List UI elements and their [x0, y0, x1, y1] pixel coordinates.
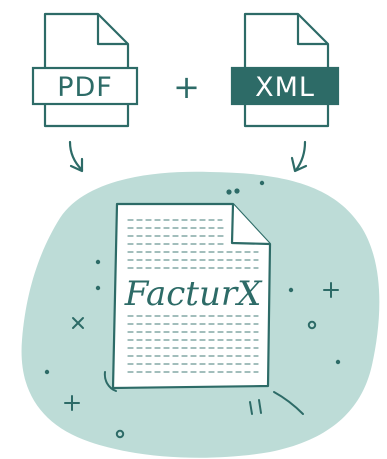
plus-operator: + — [173, 68, 201, 106]
xml-document: XML — [230, 12, 340, 128]
xml-banner — [230, 66, 340, 106]
pdf-label: PDF — [57, 72, 113, 103]
sparkle-plus-icon — [323, 282, 339, 298]
sparkle-dot-icon — [95, 285, 101, 291]
shadow-stroke — [273, 391, 304, 415]
facturx-text-lines — [127, 219, 259, 373]
pdf-document: PDF — [31, 12, 139, 128]
sparkle-dot-icon — [234, 188, 240, 194]
facturx-title: FacturX — [124, 274, 263, 314]
xml-label: XML — [255, 72, 315, 103]
sparkle-circle-icon — [115, 429, 125, 439]
sparkle-plus-icon — [64, 395, 80, 411]
shadow-stroke — [103, 371, 117, 392]
sparkle-dot-icon — [95, 259, 101, 265]
sparkle-dot-icon — [335, 359, 341, 365]
sparkle-dot-icon — [259, 180, 265, 186]
facturx-document: FacturX — [111, 202, 272, 390]
sparkle-dot-icon — [226, 189, 232, 195]
decorations — [44, 180, 341, 439]
facturx-document-fold — [230, 203, 271, 246]
pdf-banner — [31, 66, 139, 106]
sparkle-dot-icon — [44, 369, 50, 375]
pdf-document-fold — [96, 14, 128, 46]
sparkle-x-icon — [72, 317, 84, 329]
shadow-stroke — [258, 399, 262, 414]
sparkle-circle-icon — [307, 320, 317, 330]
sparkle-dot-icon — [288, 287, 294, 293]
arrow-down-icon — [290, 140, 308, 173]
arrow-down-icon — [68, 140, 84, 173]
shadow-stroke — [249, 401, 253, 415]
xml-document-fold — [296, 14, 328, 46]
